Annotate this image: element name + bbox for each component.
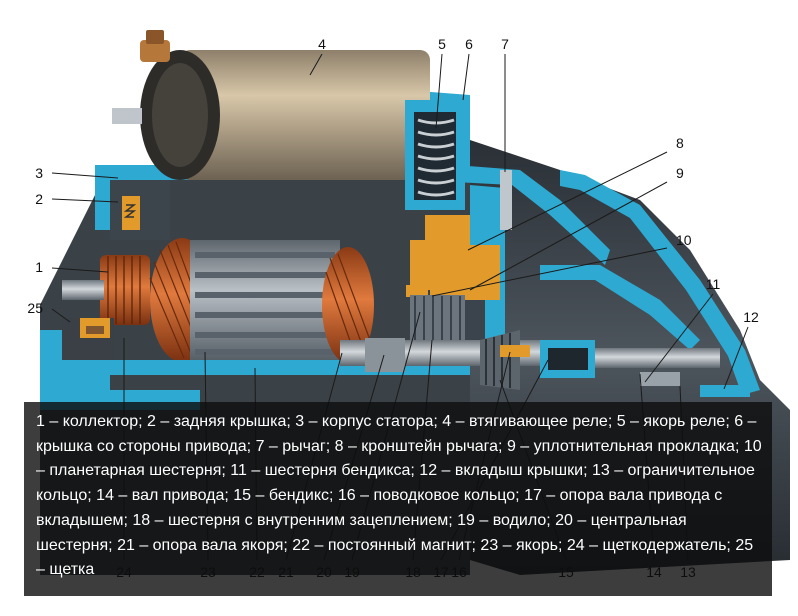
- callout-label-5: 5: [438, 36, 446, 52]
- callout-label-11: 11: [706, 276, 721, 292]
- callout-leader-25: [51, 308, 71, 323]
- diagram-caption: 1 – коллектор; 2 – задняя крышка; 3 – ко…: [24, 402, 772, 596]
- callout-leader-8: [467, 151, 668, 251]
- housing-cutaway-walls: [95, 90, 700, 375]
- callout-label-2: 2: [35, 191, 43, 207]
- planetary-gear: [410, 295, 465, 340]
- solenoid-terminal: [140, 40, 170, 62]
- seal-gasket: [406, 285, 428, 297]
- commutator-segments: [107, 256, 141, 324]
- callout-label-12: 12: [743, 309, 759, 325]
- armature-slots: [195, 252, 335, 355]
- sun-gear: [365, 338, 405, 372]
- cover-insert: [700, 385, 750, 397]
- callout-leader-12: [723, 326, 749, 390]
- callout-leader-9: [469, 181, 668, 291]
- callout-label-25: 25: [27, 300, 43, 316]
- callout-leader-5: [435, 53, 443, 129]
- driving-collar: [500, 345, 530, 357]
- brush-spring: [86, 326, 104, 334]
- front-bushing-bore: [548, 348, 588, 370]
- solenoid-tab: [112, 108, 142, 124]
- callout-leader-1: [51, 267, 109, 273]
- callout-label-4: 4: [318, 36, 326, 52]
- terminal-nut: [146, 30, 164, 44]
- drive-cover-blue-edge: [560, 170, 760, 395]
- commutator: [100, 255, 150, 325]
- callout-label-8: 8: [676, 135, 684, 151]
- brush-spring-top: [123, 204, 137, 218]
- callout-label-10: 10: [676, 232, 692, 248]
- armature: [190, 240, 340, 365]
- callout-leader-4: [309, 53, 323, 76]
- callout-label-7: 7: [501, 36, 509, 52]
- rear-shaft: [62, 280, 104, 300]
- solenoid-cap-face: [152, 63, 208, 167]
- callout-leader-11: [644, 293, 714, 383]
- planetary-gear-teeth: [414, 296, 461, 340]
- callout-label-9: 9: [676, 165, 684, 181]
- callout-label-1: 1: [35, 259, 43, 275]
- callout-leader-10: [431, 247, 668, 297]
- limit-ring: [640, 372, 680, 386]
- callout-leader-2: [51, 198, 119, 203]
- pinion-teeth: [485, 333, 511, 388]
- permanent-magnet: [110, 360, 410, 374]
- solenoid-body: [180, 50, 430, 180]
- callout-leader-3: [51, 172, 119, 179]
- drive-shaft: [560, 348, 720, 368]
- callout-label-3: 3: [35, 165, 43, 181]
- callout-label-6: 6: [465, 36, 473, 52]
- lever: [500, 170, 512, 230]
- callout-leader-6: [462, 53, 470, 101]
